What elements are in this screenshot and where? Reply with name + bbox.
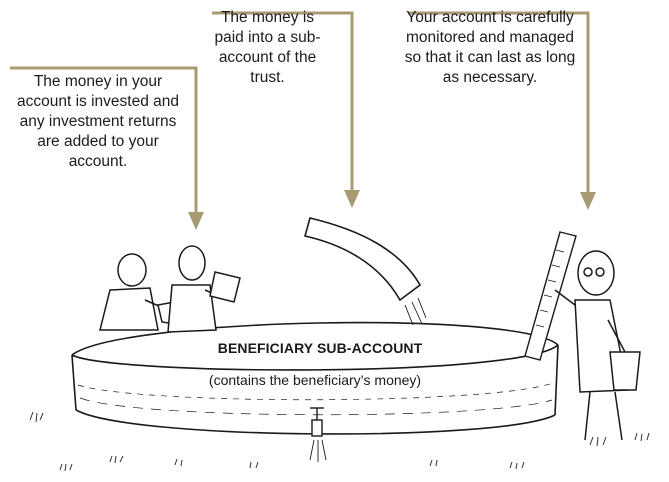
tank-back-rim bbox=[71, 321, 559, 356]
tap-icon bbox=[309, 407, 327, 462]
tank-front-rim bbox=[71, 344, 559, 371]
connector-left bbox=[10, 66, 198, 212]
connector-middle bbox=[212, 11, 354, 190]
tank-label: BENEFICIARY SUB-ACCOUNT bbox=[193, 340, 447, 356]
connectors bbox=[10, 11, 590, 212]
connector-right bbox=[408, 11, 590, 192]
caption-investment-returns: The money in your account is invested an… bbox=[17, 73, 179, 170]
arrowhead-right bbox=[580, 192, 596, 210]
arrowhead-middle bbox=[344, 190, 360, 208]
ground-grass bbox=[29, 411, 650, 472]
caption-monitored-managed: Your account is carefully monitored and … bbox=[404, 9, 576, 86]
person-with-bucket bbox=[554, 250, 641, 441]
tank-sublabel: (contains the beneficiary’s money) bbox=[208, 372, 422, 388]
tank-right-side bbox=[554, 344, 559, 416]
person-with-papers bbox=[167, 245, 241, 333]
arrowhead-left bbox=[188, 212, 204, 230]
caption-paid-into-sub-account: The money is paid into a sub-account of … bbox=[214, 9, 321, 86]
tank-left-side bbox=[71, 354, 77, 411]
measuring-stick bbox=[524, 231, 577, 361]
inflow-pipe bbox=[304, 217, 427, 326]
